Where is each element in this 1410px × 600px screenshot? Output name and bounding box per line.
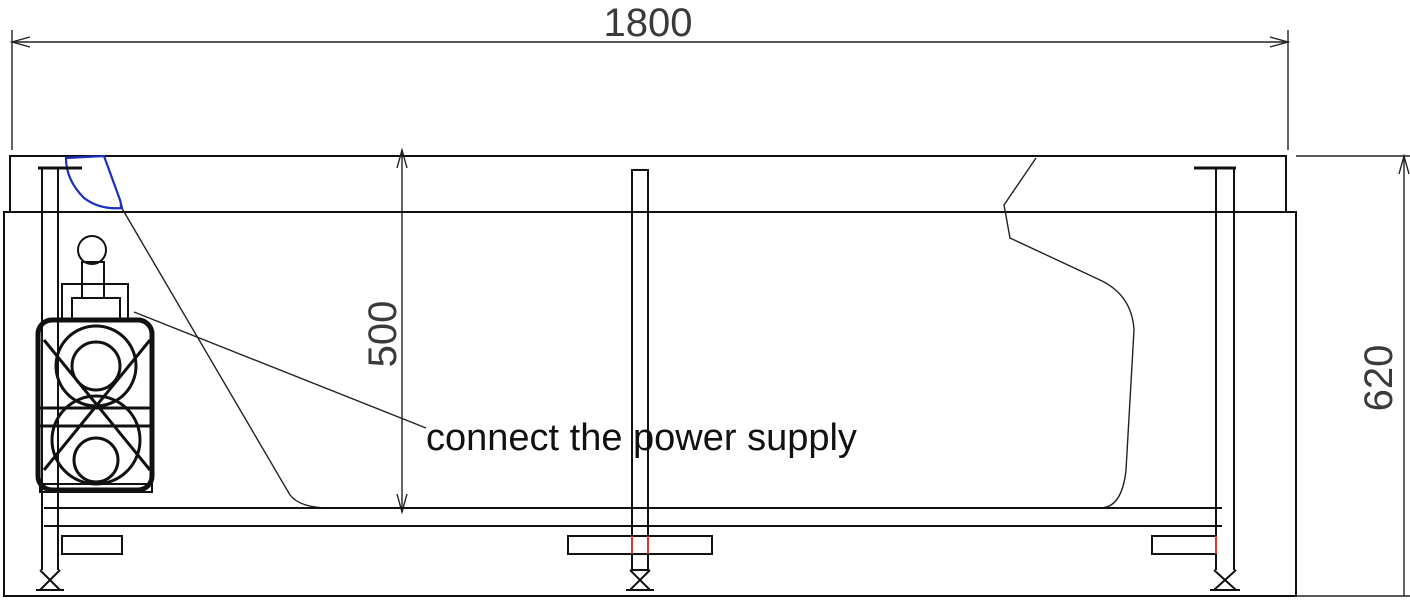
height-dimension-label: 620: [1357, 345, 1401, 412]
pump-motor: [35, 235, 155, 493]
support-leg-right: [1151, 166, 1240, 591]
support-leg-center: [567, 169, 713, 591]
water-depth-dimension: 500: [361, 147, 408, 515]
tub-apron: [3, 211, 1297, 597]
inner-basin-outline: [119, 157, 1135, 509]
height-dimension: 620: [1296, 153, 1410, 597]
power-supply-note: connect the power supply: [426, 417, 857, 459]
length-dimension-label: 1800: [604, 1, 693, 45]
support-leg-left: [36, 166, 123, 591]
water-depth-label: 500: [361, 301, 405, 368]
headrest-outline: [64, 154, 124, 210]
length-dimension: 1800: [9, 1, 1291, 150]
power-leader-line: [133, 311, 427, 429]
